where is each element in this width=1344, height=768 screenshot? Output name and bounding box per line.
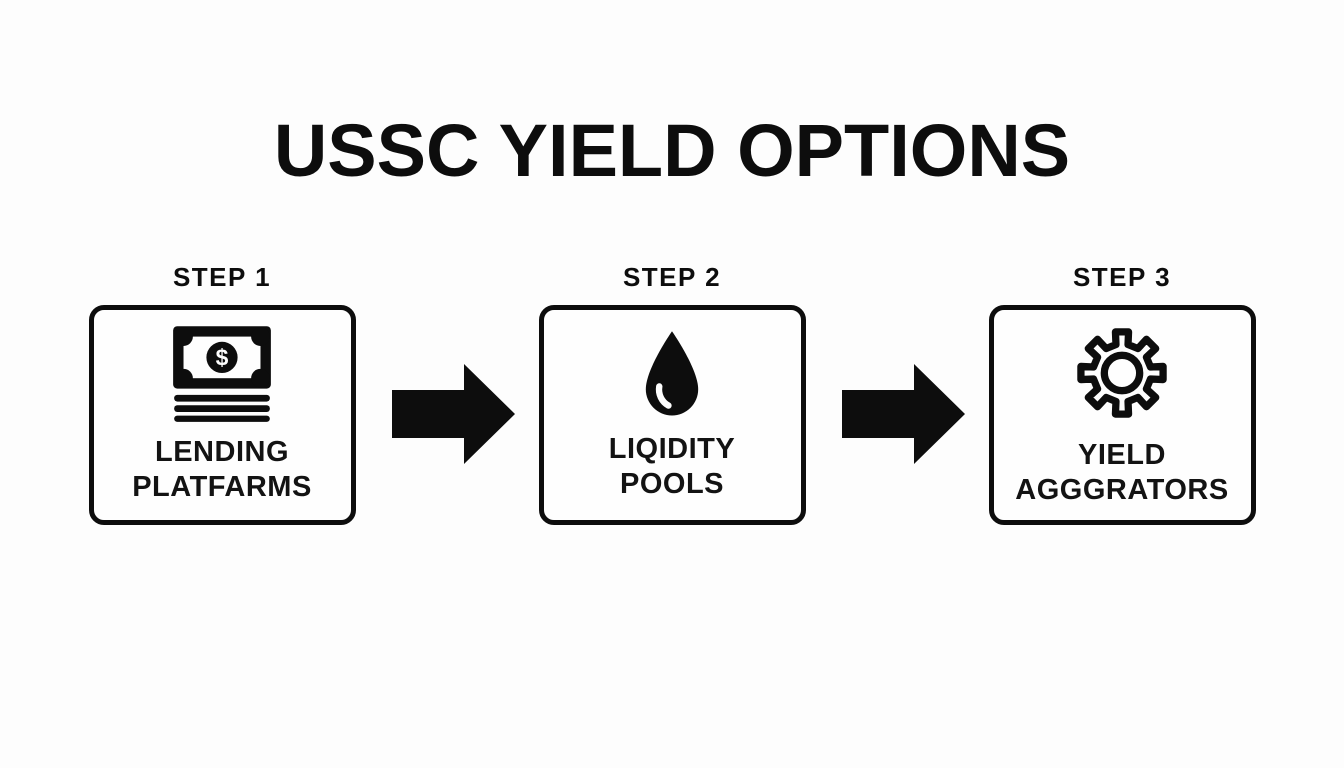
banknote-icon: $ xyxy=(170,324,274,422)
step-3-label: STEP 3 xyxy=(1072,261,1172,292)
step-2-title-line2: POOLS xyxy=(619,468,724,501)
step-3-title-line2: AGGGRATORS xyxy=(1015,474,1229,507)
step-1-column: STEP 1 $ xyxy=(88,261,356,525)
step-3-title: YIELD AGGGRATORS xyxy=(1015,438,1228,509)
step-2-column: STEP 2 LIQIDITY POOLS xyxy=(538,261,806,525)
step-3-title-line1: YIELD xyxy=(1078,438,1166,471)
step-2-label: STEP 2 xyxy=(622,261,722,292)
droplet-icon xyxy=(640,327,704,419)
step-3-box: YIELD AGGGRATORS xyxy=(988,304,1256,525)
right-arrow-icon xyxy=(841,363,965,464)
step-1-title: LENDING PLATFARMS xyxy=(132,435,312,506)
gear-icon xyxy=(1070,321,1174,425)
diagram-title: USSC YIELD OPTIONS xyxy=(273,109,1071,192)
flow-row: STEP 1 $ xyxy=(0,262,1344,525)
step-1-label: STEP 1 xyxy=(172,261,272,292)
svg-text:$: $ xyxy=(216,345,229,371)
step-2-title-line1: LIQIDITY xyxy=(608,432,736,465)
step-1-title-line2: PLATFARMS xyxy=(132,471,312,504)
right-arrow-icon xyxy=(391,363,515,464)
step-1-title-line1: LENDING xyxy=(155,435,289,468)
step-3-column: STEP 3 YIELD AGGGRATORS xyxy=(988,261,1256,525)
step-1-box: $ LENDING PLATFARMS xyxy=(88,304,356,525)
step-2-title: LIQIDITY POOLS xyxy=(609,432,735,503)
diagram-canvas: USSC YIELD OPTIONS STEP 1 $ xyxy=(0,112,1344,768)
step-2-box: LIQIDITY POOLS xyxy=(538,304,806,525)
